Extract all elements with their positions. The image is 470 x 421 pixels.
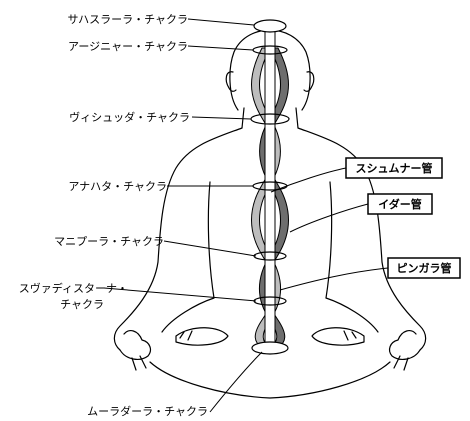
chakra-disc-muladhara <box>252 342 288 354</box>
right-foot <box>312 328 364 345</box>
left-hand <box>120 331 150 360</box>
legs-outline <box>150 362 390 398</box>
label-pingala: ピンガラ管 <box>397 261 452 275</box>
channel-label-boxes <box>346 158 460 278</box>
label-vishuddha: ヴィシュッダ・チャクラ <box>69 110 190 124</box>
label-svadhisthana-line2: チャクラ <box>60 298 104 311</box>
leader-lines <box>104 19 388 412</box>
label-anahata: アナハタ・チャクラ <box>68 180 167 193</box>
label-muladhara: ムーラダーラ・チャクラ <box>87 404 208 418</box>
right-torso-side <box>326 182 332 298</box>
label-ida: イダー管 <box>378 197 422 211</box>
left-foot <box>176 328 228 345</box>
label-ajna: アージニャー・チャクラ <box>68 40 188 53</box>
leader-ajna <box>188 46 253 50</box>
leader-muladhara <box>210 352 262 412</box>
leader-manipura <box>164 241 256 256</box>
leader-pingala <box>280 268 388 290</box>
right-thigh <box>326 298 378 332</box>
label-sahasrara: サハスラーラ・チャクラ <box>68 13 188 26</box>
label-svadhisthana-line1: スヴァディスターナ・ <box>19 281 128 295</box>
leader-vishuddha <box>192 117 251 119</box>
chakra-disc-sahasrara <box>254 20 286 32</box>
right-hand <box>390 331 420 360</box>
left-torso-side <box>208 182 214 298</box>
neck-left <box>242 108 244 128</box>
label-manipura: マニプーラ・チャクラ <box>54 235 164 248</box>
leader-sahasrara <box>188 19 254 25</box>
leader-ida <box>290 204 368 232</box>
neck-right <box>296 108 298 128</box>
label-sushumna: スシュムナー管 <box>356 161 433 175</box>
left-thigh <box>162 298 214 332</box>
